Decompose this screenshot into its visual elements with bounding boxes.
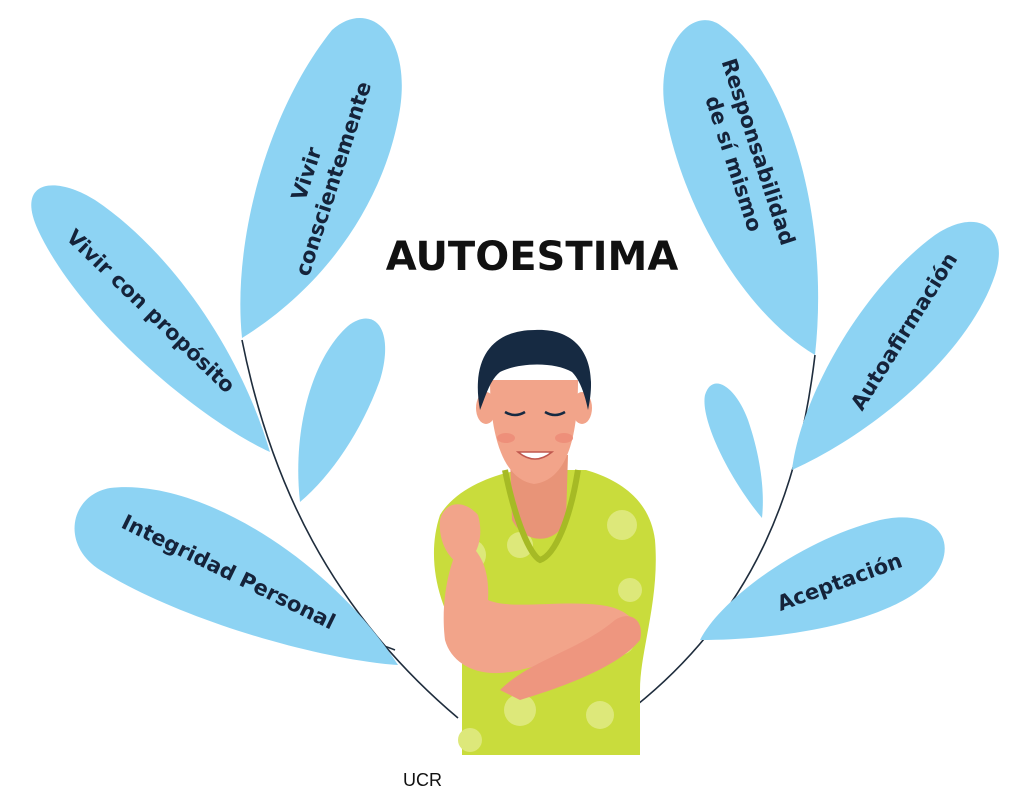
leaf-responsabilidad: Responsabilidad de sí mismo xyxy=(663,20,819,355)
leaf-vivir-conscientemente: Vivir conscientemente xyxy=(240,17,402,339)
credit-text: UCR xyxy=(403,770,442,790)
leaf-aceptacion: Aceptación xyxy=(700,517,945,640)
person-illustration xyxy=(433,329,656,755)
left-stem xyxy=(241,339,459,719)
leaf-autoafirmacion: Autoafirmación xyxy=(792,221,999,470)
leaf-vivir-con-proposito: Vivir con propósito xyxy=(31,185,271,452)
leaf-small-right xyxy=(704,383,763,518)
right-stem xyxy=(627,354,816,713)
credit-label: UCR xyxy=(0,770,1025,791)
page-title: AUTOESTIMA xyxy=(386,234,679,280)
leaf-small-left xyxy=(298,318,386,502)
leaf-integridad-personal: Integridad Personal xyxy=(74,487,399,665)
